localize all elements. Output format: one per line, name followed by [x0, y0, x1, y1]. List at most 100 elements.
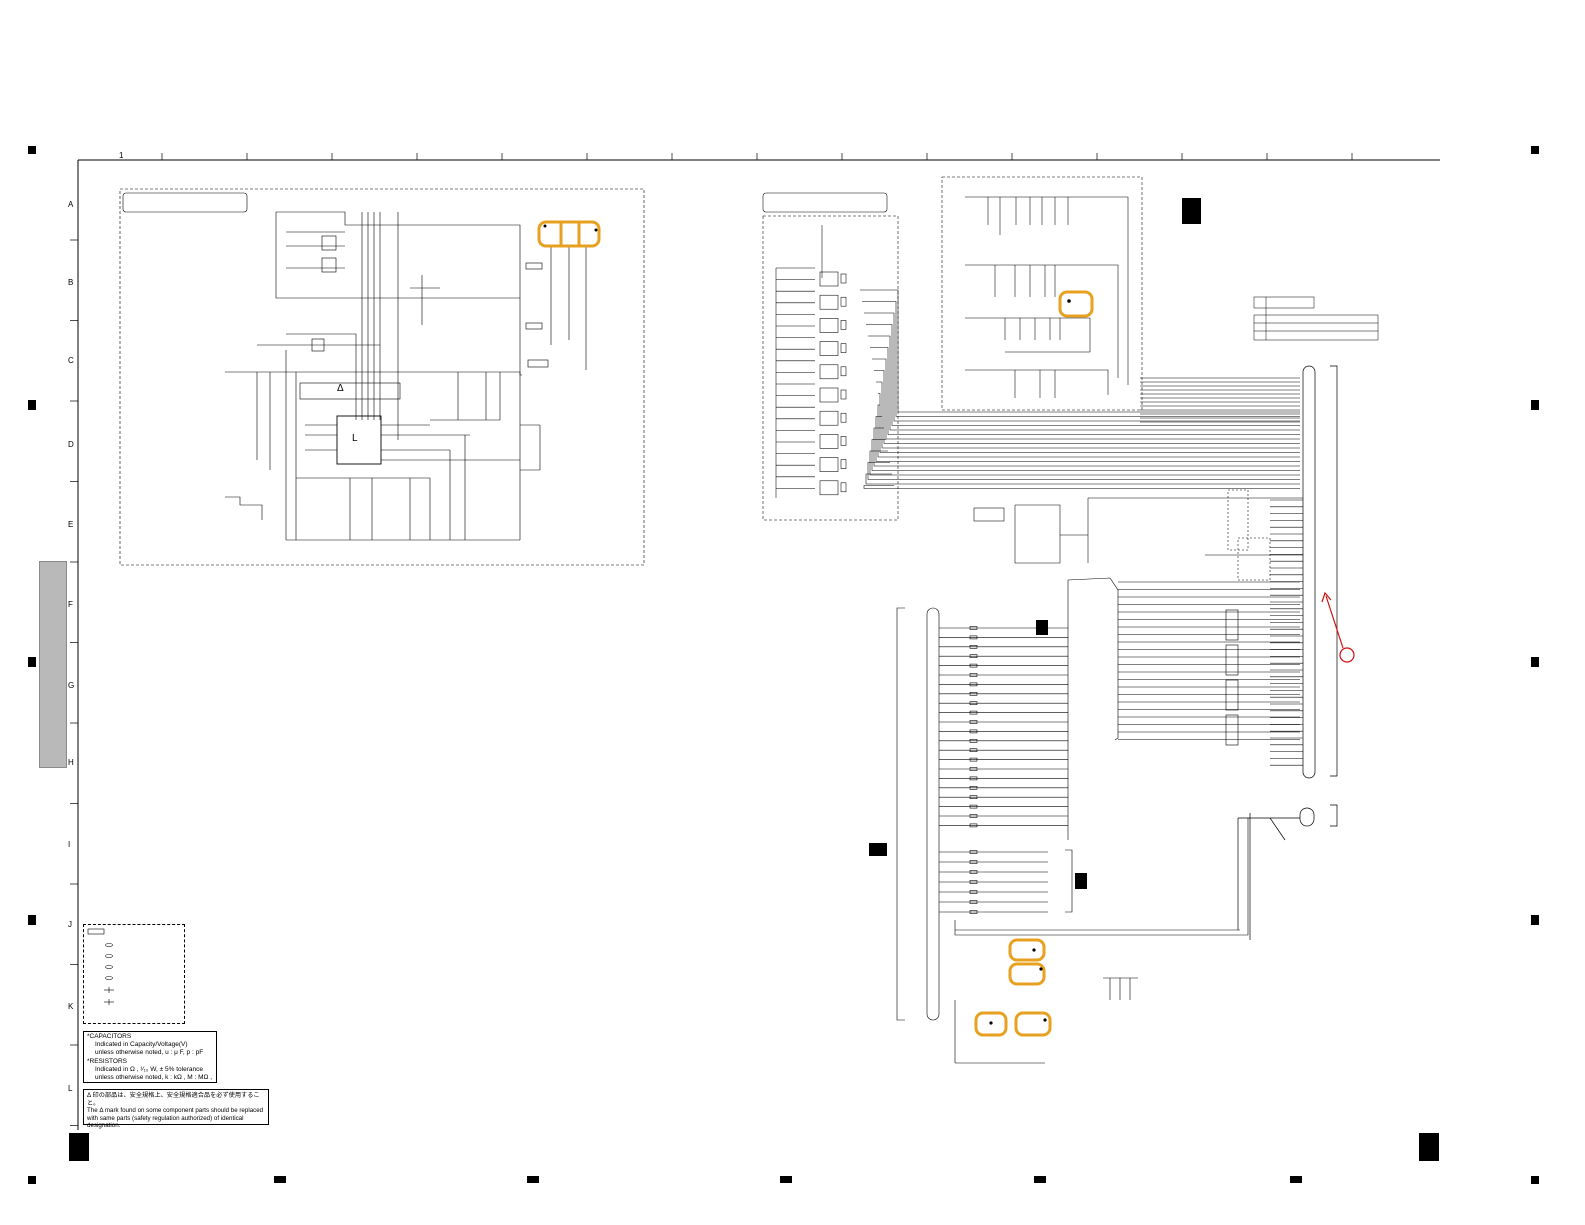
harness-resistor — [969, 910, 978, 914]
input-filter — [819, 387, 839, 403]
input-filter — [819, 341, 839, 356]
harness-resistor — [969, 673, 978, 677]
harness-resistor — [969, 757, 978, 762]
warning-line-en1: The Δ mark found on some component parts… — [87, 1107, 264, 1115]
harness-resistor — [969, 644, 978, 649]
harness-resistor — [969, 785, 978, 790]
input-resistor — [840, 343, 847, 353]
input-resistor — [840, 320, 847, 330]
harness-resistor — [969, 729, 978, 734]
input-filter — [819, 271, 839, 287]
row-letter: E — [68, 520, 74, 529]
input-resistor — [840, 412, 847, 423]
harness-resistor — [969, 823, 978, 828]
harness-resistor — [969, 880, 978, 884]
row-letter: F — [68, 600, 73, 609]
resistors-line1: Indicated in Ω , ¹⁄₁₀ W, ± 5% tolerance — [95, 1065, 203, 1073]
bus-trace — [870, 347, 1300, 435]
resistor-array — [1225, 609, 1239, 641]
row-letter: J — [68, 920, 72, 929]
input-filter — [819, 434, 839, 449]
harness-resistor — [969, 804, 978, 809]
harness-resistor — [969, 860, 978, 864]
row-letter: K — [68, 1002, 74, 1011]
input-filter — [819, 318, 839, 333]
harness-resistor — [969, 776, 978, 781]
resistor-array — [1225, 714, 1239, 746]
safety-warning: Δ 印の部品は、安全規格上、安全規格適合品を必ず使用すること。 The Δ ma… — [83, 1089, 269, 1129]
component-notes: *CAPACITORS Indicated in Capacity/Voltag… — [83, 1031, 217, 1083]
warning-line-ja: Δ 印の部品は、安全規格上、安全規格適合品を必ず使用すること。 — [87, 1092, 260, 1107]
harness-resistor — [969, 691, 978, 696]
section-tab — [39, 561, 67, 768]
harness-resistor — [969, 870, 978, 874]
harness-resistor — [969, 890, 978, 894]
input-resistor — [840, 436, 847, 446]
harness-resistor — [969, 738, 978, 743]
input-resistor — [840, 459, 847, 469]
bus-trace — [865, 473, 1300, 485]
capacitors-line1: Indicated in Capacity/Voltage(V) — [95, 1041, 188, 1049]
bus-trace — [871, 439, 1300, 471]
bus-trace — [867, 462, 1300, 480]
harness-resistor — [969, 748, 978, 753]
harness-resistor — [969, 900, 978, 904]
column-label-1: 1 — [119, 151, 124, 160]
resistors-heading: *RESISTORS — [87, 1057, 127, 1065]
row-letter: L — [68, 1084, 73, 1093]
bus-trace — [876, 381, 1300, 449]
harness-resistor — [969, 654, 978, 659]
bus-trace — [874, 370, 1300, 444]
harness-resistor — [969, 701, 978, 706]
harness-resistor — [969, 663, 978, 668]
resistor-array — [1225, 679, 1239, 711]
input-filter — [819, 410, 839, 426]
input-resistor — [840, 482, 847, 493]
harness-resistor — [969, 720, 978, 724]
harness-resistor — [969, 850, 978, 854]
capacitors-line2: unless otherwise noted, u : μ F, p : pF — [95, 1049, 204, 1057]
input-filter — [819, 480, 839, 496]
bus-trace — [860, 289, 1300, 413]
resistors-line2: unless otherwise noted, k : kΩ , M : MΩ … — [95, 1074, 213, 1082]
input-resistor — [840, 389, 847, 400]
row-letter: H — [68, 758, 74, 767]
capacitors-heading: *CAPACITORS — [87, 1033, 132, 1040]
resistor-array — [1225, 644, 1239, 676]
row-letter: B — [68, 278, 74, 287]
bus-trace — [875, 416, 1300, 462]
harness-resistor — [969, 814, 978, 818]
bus-trace — [863, 485, 1300, 489]
harness-trace — [954, 818, 1249, 936]
row-letter: A — [68, 200, 74, 209]
harness-resistor — [969, 710, 978, 715]
bus-trace — [866, 324, 1300, 426]
bus-trace — [864, 312, 1300, 422]
harness-resistor — [969, 767, 978, 771]
bus-trace — [878, 393, 1300, 453]
symbol-legend — [83, 924, 185, 1024]
harness-resistor — [969, 626, 978, 630]
safety-delta-mark: Δ — [337, 383, 344, 394]
bus-trace — [869, 450, 1300, 476]
row-letter: G — [68, 681, 75, 690]
input-resistor — [840, 296, 847, 307]
warning-line-en3: designation. — [87, 1122, 121, 1130]
row-letter: C — [68, 356, 74, 365]
input-resistor — [840, 273, 847, 284]
bus-trace — [877, 404, 1300, 458]
warning-line-en2: with same parts (safety regulation autho… — [87, 1114, 244, 1122]
harness-resistor — [969, 795, 978, 800]
ic-label: L — [352, 433, 358, 444]
bus-trace — [873, 427, 1300, 467]
harness-resistor — [969, 682, 978, 687]
input-filter — [819, 364, 839, 380]
row-letter: I — [68, 840, 71, 849]
harness-resistor — [969, 635, 978, 640]
row-letter: D — [68, 440, 74, 449]
bus-trace — [872, 358, 1300, 440]
input-filter — [819, 457, 839, 472]
input-resistor — [840, 366, 847, 377]
input-filter — [819, 294, 839, 310]
